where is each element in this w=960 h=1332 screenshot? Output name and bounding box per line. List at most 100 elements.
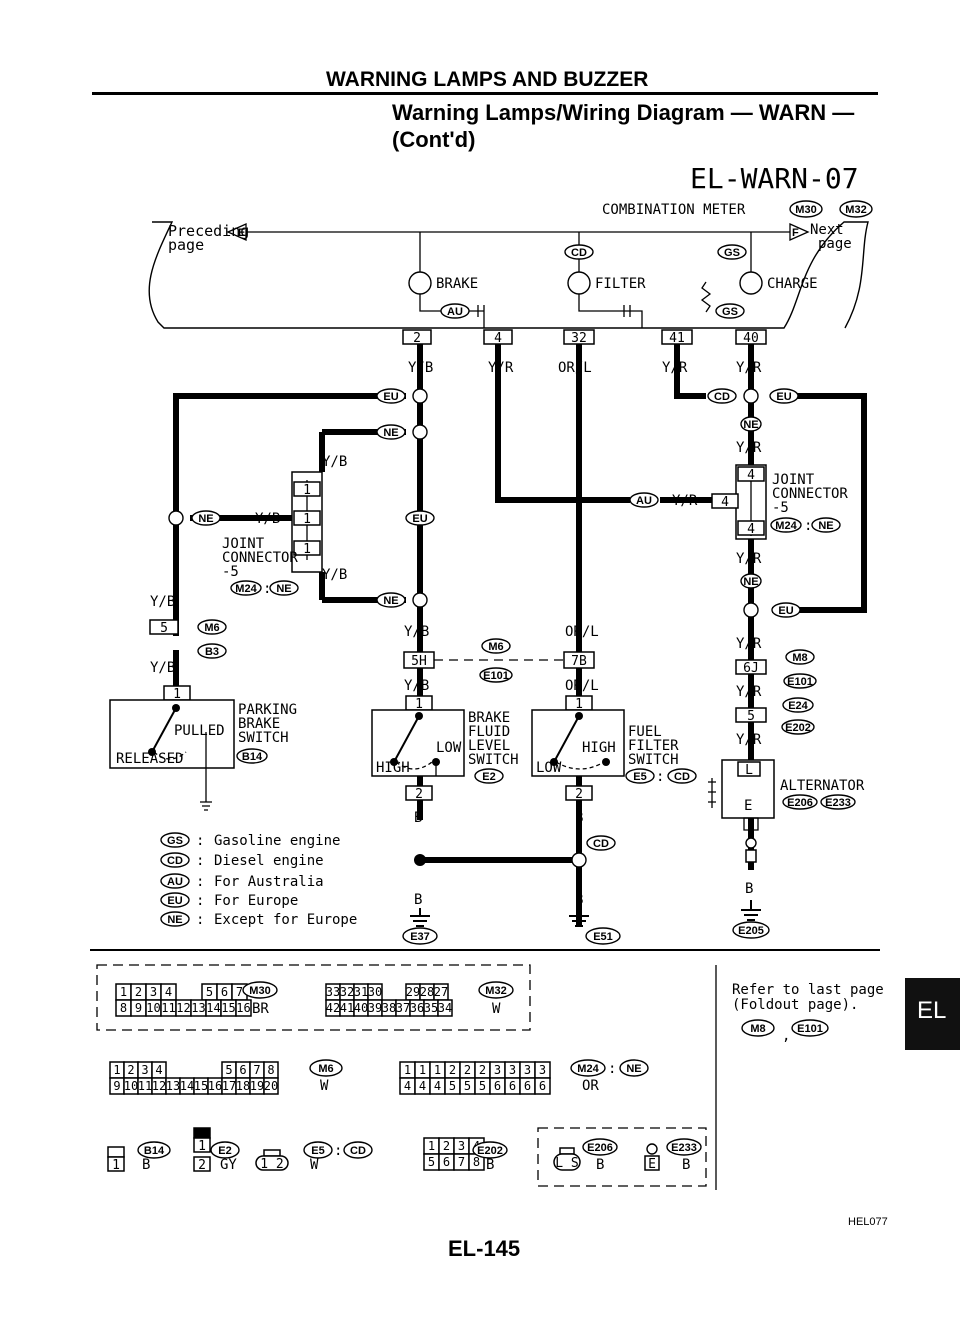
connector-pin-label: 11 [161,1001,175,1015]
harness-joint: Y/B OR/L 5H 7B M6 E101 Y/B OR/L [403,624,599,694]
brake-lamp: BRAKE [408,232,478,295]
svg-text:E51: E51 [593,931,613,943]
joint-connector-left: 1 1 1 Y/B Y/B Y/B JOINT CONNECTOR -5 M24… [222,432,347,600]
connector-view-e233: E E233 B [644,1138,702,1173]
svg-text:B3: B3 [205,646,219,658]
connector-pin-label: 6 [221,985,228,999]
svg-text:Y/R: Y/R [736,732,762,748]
svg-text:L: L [745,763,753,778]
connector-pin-label: 5 [428,1155,435,1169]
svg-text:LEVEL: LEVEL [468,738,510,754]
svg-text::: : [656,769,664,785]
connector-pin-label: 16 [208,1079,222,1093]
svg-text:page: page [818,236,852,252]
svg-text:5H: 5H [411,654,427,669]
svg-text:1: 1 [575,697,583,712]
svg-text:NE: NE [383,595,398,607]
connector-pin-label: 17 [222,1079,236,1093]
svg-text:E: E [744,798,752,814]
svg-text:EU: EU [778,605,793,617]
connector-pin-label: 4 [155,1063,162,1077]
svg-text:GY: GY [220,1157,237,1173]
svg-text:1: 1 [173,687,181,702]
svg-text:E101: E101 [483,670,509,682]
code-au-tag-2: AU [629,492,659,508]
connector-pin-label: 27 [434,985,448,999]
legend-item-eu: EU:For Europe [160,892,298,909]
svg-text:EU: EU [167,895,182,907]
svg-text:B: B [142,1157,150,1173]
svg-text:GS: GS [722,306,738,318]
connector-pin-label: 8 [267,1063,274,1077]
refer-note: Refer to last page (Foldout page). M8 , … [732,982,884,1044]
meter-terminal-41: 41 [661,329,693,346]
connector-pin-label: 3 [539,1063,546,1077]
alternator-circuit: Y/R M8 6J E101 Y/R E24 5 E202 Y/R L E AL… [708,636,865,897]
svg-text:6J: 6J [743,661,759,676]
svg-text:2: 2 [575,787,583,802]
svg-text:FILTER: FILTER [628,738,679,754]
code-ne-tag-2: NE [376,592,406,608]
connector-pin-label: 2 [443,1139,450,1153]
connector-view-e206: L S E206 B [553,1138,618,1173]
connector-pin-label: 29 [406,985,420,999]
connector-pin-label: 32 [340,985,354,999]
code-cd-tag-2: CD [707,388,737,404]
code-ne-tag-5: NE [740,573,762,589]
connector-pin-label: 3 [141,1063,148,1077]
svg-text:JOINT: JOINT [222,536,265,552]
diagram-code: EL-WARN-07 [690,162,859,195]
svg-text:Y/R: Y/R [736,684,762,700]
svg-text:GS: GS [167,835,183,847]
connector-pin-label: 6 [539,1079,546,1093]
svg-text:LOW: LOW [536,760,562,776]
svg-text:B: B [682,1157,690,1173]
svg-text:E: E [648,1157,656,1172]
svg-text:W: W [310,1157,319,1173]
svg-text:For Europe: For Europe [214,893,298,909]
connector-pin-label: 18 [236,1079,250,1093]
parking-brake-switch: Y/B 5 M6 B3 Y/B 1 PULLED RELEASED PARKIN… [109,594,297,811]
connector-pin-label: 1 [113,1063,120,1077]
svg-text:B: B [745,881,753,897]
connector-pin-label: 3 [458,1139,465,1153]
svg-text:Refer to last page: Refer to last page [732,982,884,998]
svg-text:BRAKE: BRAKE [238,716,280,732]
charge-lamp: CHARGE [739,232,818,295]
connector-pin-label: 41 [340,1001,354,1015]
svg-text:E24: E24 [788,700,808,712]
section-tab: EL [905,978,960,1050]
svg-text:Y/R: Y/R [736,636,762,652]
legend-item-gs: GS:Gasoline engine [160,832,340,849]
svg-text:E202: E202 [785,722,811,734]
connector-pin-label: 1 [120,985,127,999]
svg-text:CD: CD [167,855,183,867]
connector-pin-label: 42 [326,1001,340,1015]
connector-pin-label: 11 [138,1079,152,1093]
splices [168,388,759,868]
svg-text:W: W [492,1001,501,1017]
code-cd-tag: CD [564,244,594,260]
connector-pin-label: 5 [449,1079,456,1093]
connector-pin-label: 16 [236,1001,250,1015]
svg-text:32: 32 [571,331,587,346]
svg-text:NE: NE [383,427,398,439]
svg-text:1: 1 [415,697,423,712]
connector-pin [437,999,453,1017]
svg-text:M30: M30 [249,985,270,997]
connector-pin-label: 13 [166,1079,180,1093]
ground-e37: E37 [402,908,438,945]
svg-text:(Foldout page).: (Foldout page). [732,997,858,1013]
connector-pin-label: 34 [438,1001,452,1015]
svg-text:PULLED: PULLED [174,723,225,739]
connector-pin-label: 4 [434,1079,441,1093]
connector-pin-label: 20 [264,1079,278,1093]
svg-text:-5: -5 [222,564,239,580]
connector-pin-label: 4 [404,1079,411,1093]
svg-text:CD: CD [571,247,587,259]
connector-pin-label: 38 [382,1001,396,1015]
svg-text:L S: L S [555,1156,578,1171]
svg-text:CONNECTOR: CONNECTOR [772,486,848,502]
